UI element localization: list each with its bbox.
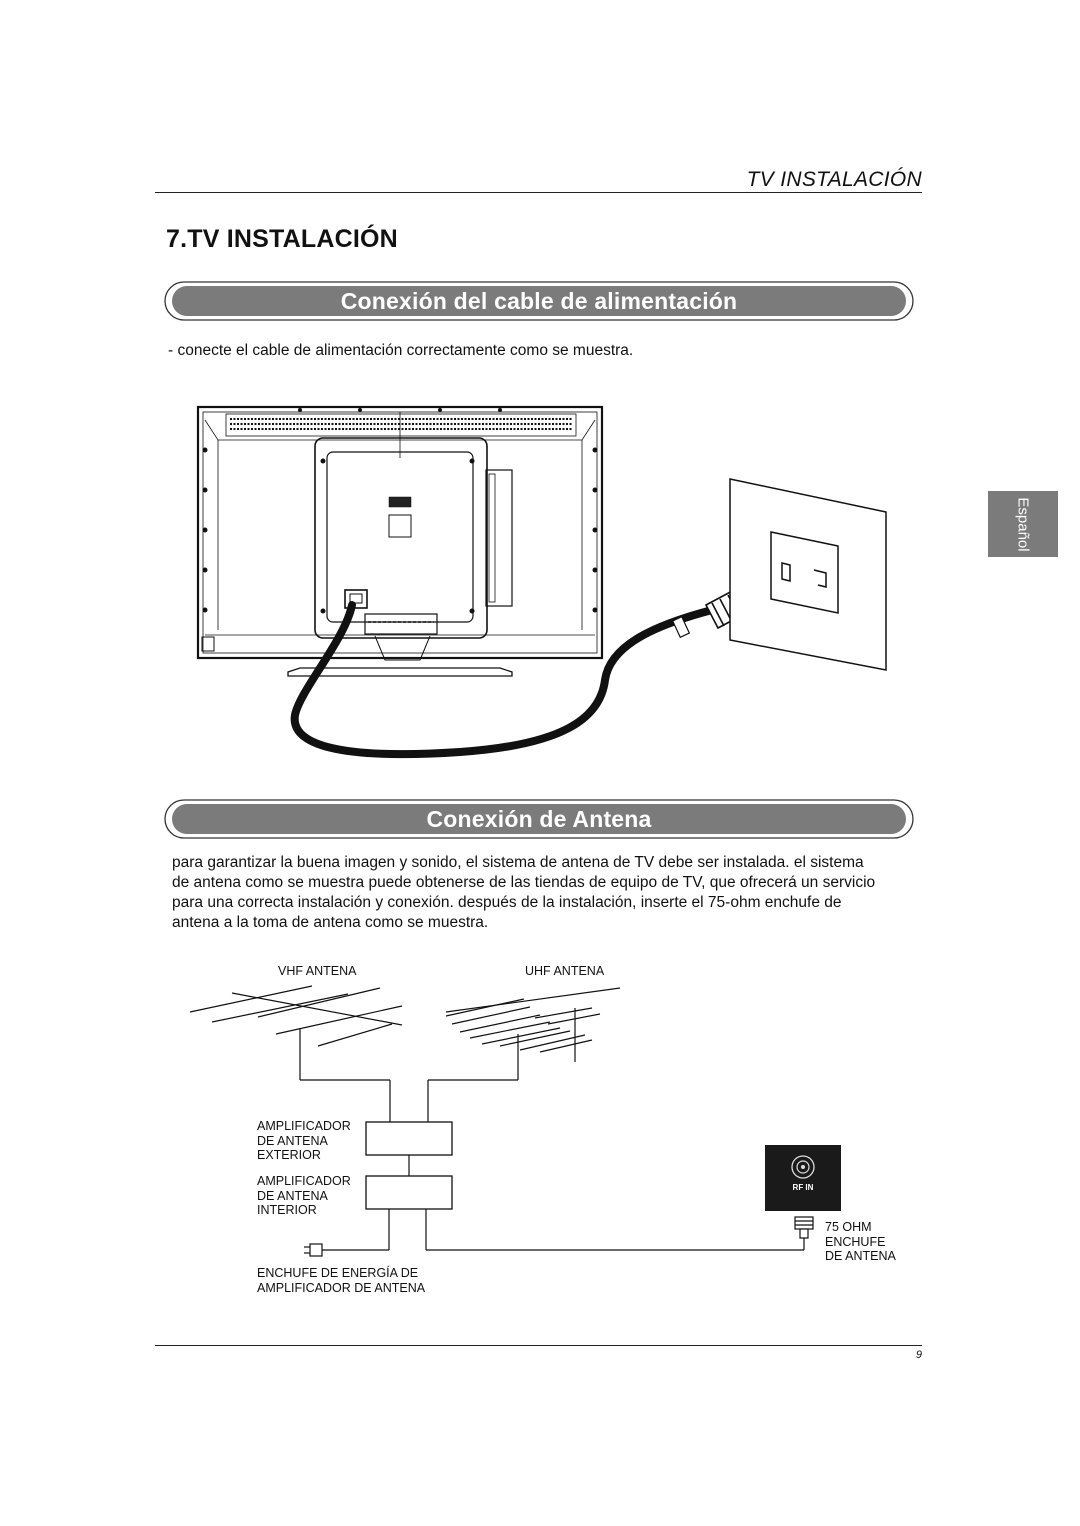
wall-outlet — [729, 478, 887, 671]
amplifier-power-plug-label: ENCHUFE DE ENERGÍA DE AMPLIFICADOR DE AN… — [257, 1266, 425, 1295]
label-line: AMPLIFICADOR — [257, 1119, 351, 1133]
page-title: 7.TV INSTALACIÓN — [166, 225, 398, 253]
amplifier-power-plug-icon — [304, 1243, 323, 1257]
rf-in-label: RF IN — [792, 1183, 814, 1192]
outdoor-amplifier-label: AMPLIFICADOR DE ANTENA EXTERIOR — [257, 1119, 351, 1163]
language-tab-label: Español — [1014, 496, 1032, 552]
label-line: DE ANTENA — [257, 1188, 328, 1203]
antenna-description: para garantizar la buena imagen y sonido… — [172, 853, 917, 933]
uhf-antenna-drawing — [427, 987, 621, 1122]
label-line: ENCHUFE — [825, 1234, 886, 1249]
antenna-plug-75ohm-label: 75 OHM ENCHUFE DE ANTENA — [825, 1220, 896, 1264]
section-banner-antenna: Conexión de Antena — [164, 799, 914, 839]
antenna-description-line: antena a la toma de antena como se muest… — [172, 914, 489, 931]
coax-plug-icon — [794, 1216, 814, 1239]
banner-frame — [164, 281, 914, 321]
tv-screw-dots — [202, 408, 598, 614]
label-line: EXTERIOR — [257, 1148, 321, 1162]
antenna-diagram — [189, 985, 841, 1257]
antenna-description-line: para una correcta instalación y conexión… — [172, 894, 842, 911]
vhf-antenna-drawing — [189, 985, 403, 1122]
running-header-title: TV INSTALACIÓN — [746, 168, 922, 191]
antenna-description-line: de antena como se muestra puede obteners… — [172, 874, 876, 891]
power-description: - conecte el cable de alimentación corre… — [168, 342, 634, 359]
antenna-description-line: para garantizar la buena imagen y sonido… — [172, 854, 864, 871]
language-tab-label-wrap: Español — [988, 491, 1058, 557]
page-number: 9 — [915, 1349, 922, 1361]
label-line: AMPLIFICADOR — [257, 1174, 351, 1188]
tv-back-drawing — [196, 405, 604, 677]
indoor-amplifier-label: AMPLIFICADOR DE ANTENA INTERIOR — [257, 1174, 351, 1218]
section-banner-power: Conexión del cable de alimentación — [164, 281, 914, 321]
label-line: DE ANTENA — [825, 1249, 896, 1263]
language-tab: Español — [988, 491, 1058, 557]
footer-rule — [155, 1345, 922, 1346]
uhf-antenna-label: UHF ANTENA — [525, 964, 605, 978]
label-line: AMPLIFICADOR DE ANTENA — [257, 1280, 426, 1295]
power-cord — [290, 601, 716, 759]
diagram-wiring — [322, 1155, 805, 1251]
section-title-power: Conexión del cable de alimentación — [340, 288, 738, 314]
header-rule — [155, 192, 922, 193]
label-line: ENCHUFE DE ENERGÍA DE — [257, 1266, 419, 1280]
banner-frame — [164, 799, 914, 839]
rf-in-panel — [765, 1145, 841, 1211]
vhf-antenna-label: VHF ANTENA — [278, 964, 357, 978]
label-line: INTERIOR — [257, 1203, 317, 1217]
label-line: DE ANTENA — [257, 1133, 328, 1148]
section-title-antenna: Conexión de Antena — [426, 806, 652, 832]
power-connection-illustration — [196, 405, 887, 759]
label-line: 75 OHM — [825, 1220, 872, 1234]
